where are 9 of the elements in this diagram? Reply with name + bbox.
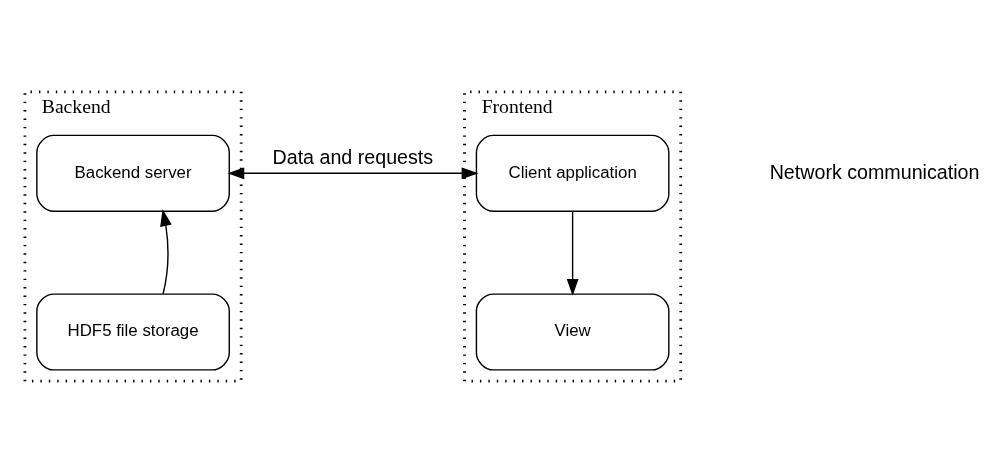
edge-label: Data and requests	[272, 145, 434, 168]
node-box: HDF5 file storage	[36, 292, 230, 371]
arrow	[227, 166, 479, 179]
arrow	[566, 210, 579, 296]
node-box: Client application	[475, 134, 670, 212]
node-box: Backend server	[36, 134, 230, 212]
label: Network communication	[769, 160, 980, 182]
arrow	[160, 208, 172, 294]
node-box: View	[475, 292, 670, 371]
